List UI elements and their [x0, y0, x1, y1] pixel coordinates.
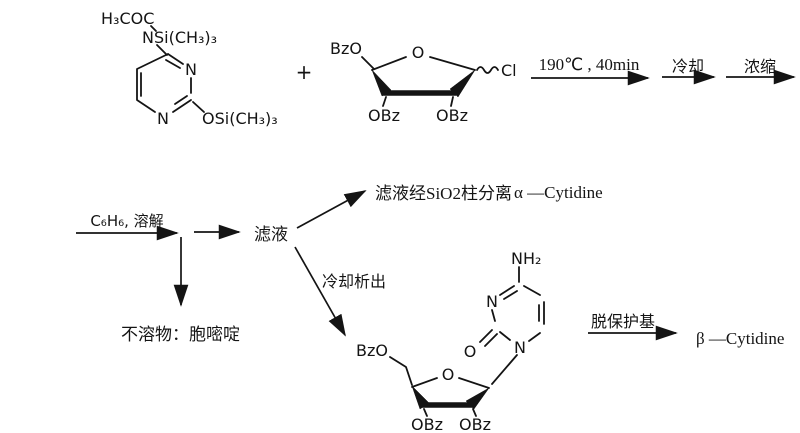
- precipitate-label: 冷却析出: [322, 273, 386, 291]
- n-silyl-label: NSi(CH₃)₃: [142, 28, 217, 47]
- beta-cytidine-label: β —Cytidine: [696, 329, 784, 348]
- ring-o-label: O: [412, 43, 425, 62]
- workup-branch: C₆H₆, 溶解 滤液 滤液经SiO2柱分离 α —Cytidine 冷却析出 …: [76, 183, 603, 344]
- insoluble-label: 不溶物：胞嘧啶: [121, 325, 240, 344]
- product-ring-o-label: O: [442, 365, 455, 384]
- o-silyl-label: OSi(CH₃)₃: [202, 109, 278, 128]
- heat-label: 190℃ , 40min: [539, 55, 640, 74]
- ring-n1-label: N: [157, 109, 169, 128]
- reagent2-structure: BzO O Cl OBz OBz: [330, 39, 517, 125]
- column-label: 滤液经SiO2柱分离: [375, 184, 512, 203]
- product-obz3-label: OBz: [411, 415, 443, 433]
- product-structure: NH₂ N N O BzO O OBz OBz: [356, 249, 545, 433]
- product-pyrimidine-bonds: [479, 266, 545, 385]
- obz3-label: OBz: [368, 106, 400, 125]
- ring-n3-label: N: [185, 60, 197, 79]
- product-n1-label: N: [514, 338, 526, 357]
- reagent2-bonds: [361, 56, 476, 107]
- anomeric-squiggle-bond: [476, 66, 499, 74]
- reagent1-structure: H₃COC NSi(CH₃)₃ N N OSi(CH₃)₃: [101, 9, 278, 128]
- obz2-label: OBz: [436, 106, 468, 125]
- concentrate-label: 浓缩: [744, 58, 776, 76]
- step-arrows-row1: 190℃ , 40min 冷却 浓缩: [531, 55, 796, 86]
- product-obz2-label: OBz: [459, 415, 491, 433]
- precipitate-arrow: [294, 246, 346, 337]
- deprotection-step: 脱保护基 β —Cytidine: [588, 313, 784, 348]
- chloro-label: Cl: [501, 61, 517, 80]
- nh2-label: NH₂: [511, 249, 541, 268]
- deprotect-label: 脱保护基: [591, 313, 655, 331]
- bzo-label: BzO: [330, 39, 362, 58]
- acetyl-label: H₃COC: [101, 9, 154, 28]
- dissolve-label: C₆H₆, 溶解: [90, 212, 163, 230]
- column-arrow: [296, 190, 367, 229]
- reagent1-bonds: [136, 25, 205, 113]
- product-n3-label: N: [486, 292, 498, 311]
- carbonyl-o-label: O: [464, 342, 477, 361]
- cool-label: 冷却: [672, 58, 704, 76]
- alpha-cytidine-label: α —Cytidine: [514, 183, 603, 202]
- product-bzo-label: BzO: [356, 341, 388, 360]
- filtrate-label: 滤液: [254, 225, 288, 244]
- product-sugar-bonds: [389, 356, 490, 417]
- plus-sign: +: [296, 60, 313, 84]
